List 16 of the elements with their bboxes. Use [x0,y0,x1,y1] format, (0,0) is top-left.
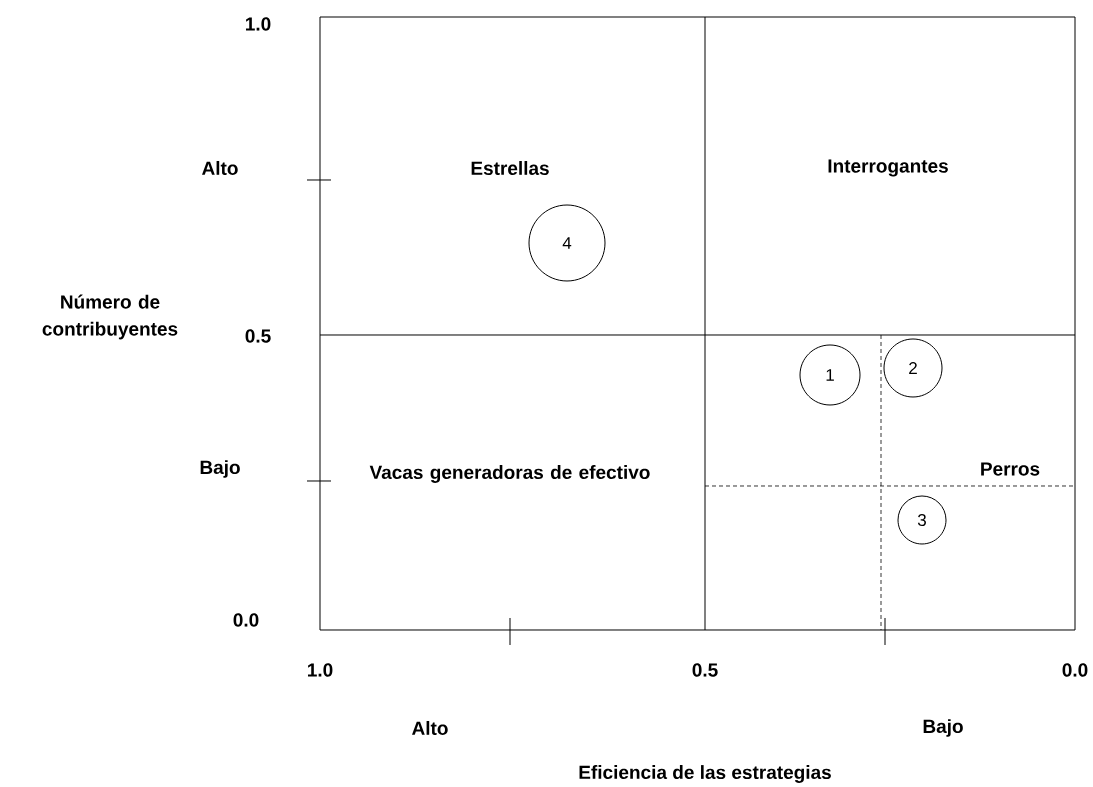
axis-level: Alto [412,721,448,735]
axis-value: 0.0 [1062,663,1088,677]
axis-value: 1.0 [308,663,333,677]
axis-title: Número de contribuyentes [42,294,178,340]
axis-value: 0.0 [233,613,259,627]
axis-title: Eficiencia de las estrategias [579,765,831,783]
quadrant-label: Vacas generadoras de efectivo [369,465,650,483]
axis-level: Bajo [923,719,963,737]
quadrant-label: Estrellas [471,161,549,175]
quadrant-label: Interrogantes [828,159,948,177]
axis-value: 0.5 [245,329,271,343]
axis-level: Bajo [200,460,240,478]
axis-value: 0.5 [692,663,718,677]
quadrant-label: Perros [981,462,1040,476]
axis-value: 1.0 [246,17,271,31]
axis-level: Alto [202,161,238,175]
